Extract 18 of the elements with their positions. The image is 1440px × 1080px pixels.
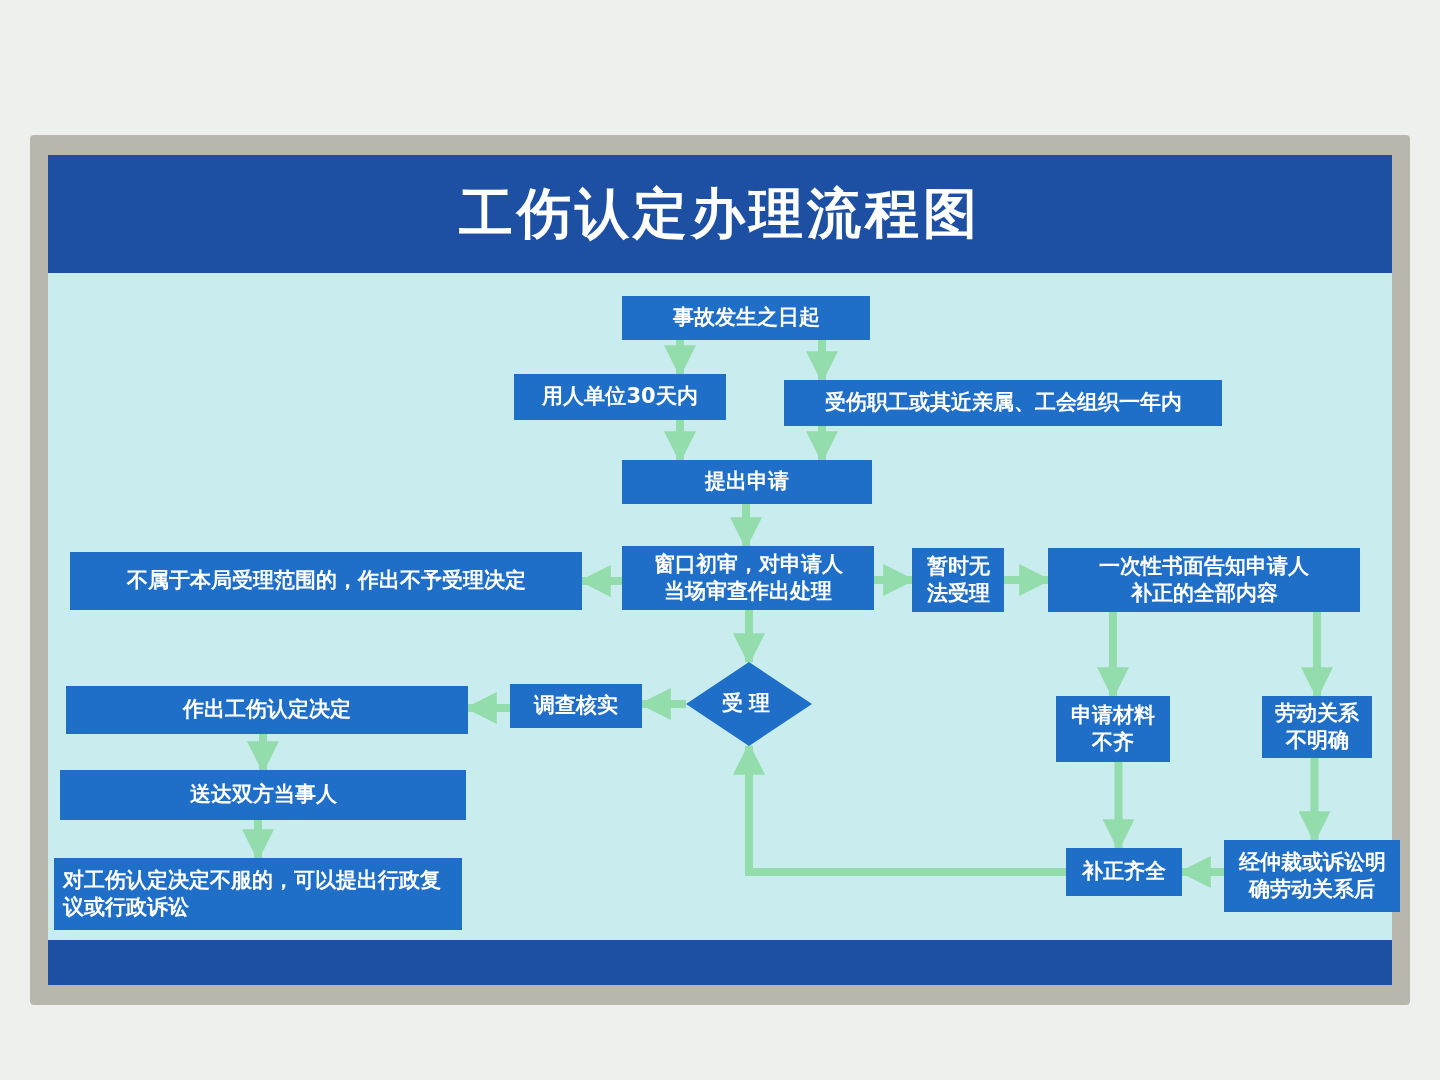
- process-box: 送达双方当事人: [60, 770, 466, 820]
- process-box: 用人单位30天内: [514, 374, 726, 420]
- process-box: 对工伤认定决定不服的，可以提出行政复议或行政诉讼: [54, 858, 462, 930]
- process-box: 补正齐全: [1066, 848, 1182, 896]
- process-box: 作出工伤认定决定: [66, 686, 468, 734]
- process-box: 受伤职工或其近亲属、工会组织一年内: [784, 380, 1222, 426]
- process-box: 提出申请: [622, 460, 872, 504]
- title: 工伤认定办理流程图: [459, 180, 981, 247]
- process-box: 经仲裁或诉讼明确劳动关系后: [1224, 840, 1400, 912]
- process-box: 不属于本局受理范围的，作出不予受理决定: [70, 552, 582, 610]
- process-box: 申请材料不齐: [1056, 696, 1170, 762]
- decision-diamond: 受理: [686, 662, 812, 746]
- process-box: 窗口初审，对申请人当场审查作出处理: [622, 546, 874, 610]
- process-box: 暂时无法受理: [912, 548, 1004, 612]
- process-box: 一次性书面告知申请人补正的全部内容: [1048, 548, 1360, 612]
- process-box: 事故发生之日起: [622, 296, 870, 340]
- process-box: 调查核实: [510, 684, 642, 728]
- process-box: 劳动关系不明确: [1262, 696, 1372, 758]
